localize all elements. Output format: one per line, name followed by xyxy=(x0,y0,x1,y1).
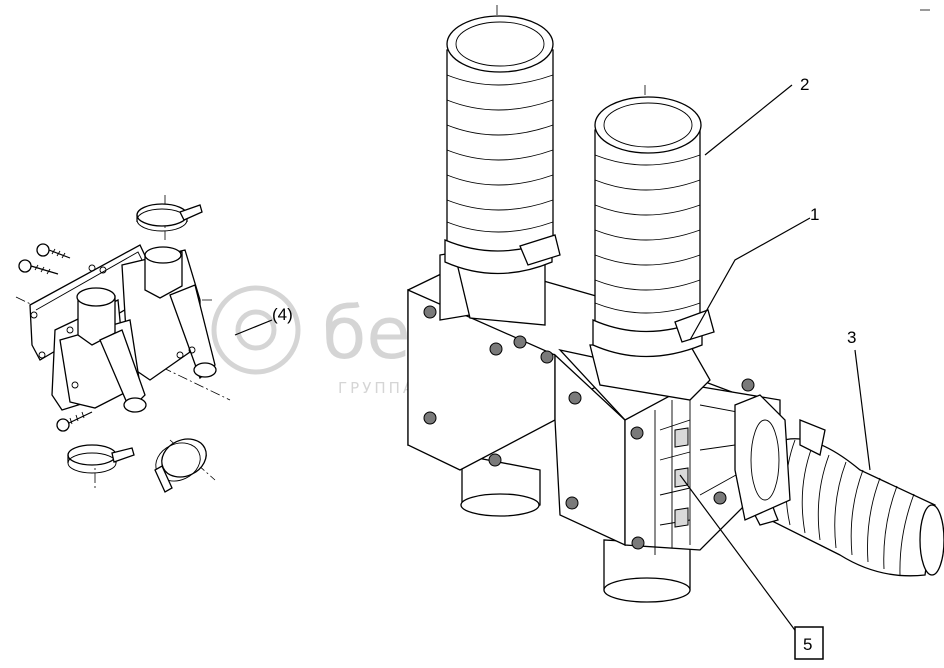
bolt-icon xyxy=(423,305,437,319)
callout-4: (4) xyxy=(272,305,293,324)
callout-5: 5 xyxy=(803,635,812,654)
bolt-icon xyxy=(489,342,503,356)
callout-1: 1 xyxy=(810,205,819,224)
screw-icon xyxy=(18,259,59,275)
bolt-icon xyxy=(630,426,644,440)
callout-5-box: 5 xyxy=(794,626,824,660)
corrugated-hose-left xyxy=(444,15,561,275)
main-assembly-view xyxy=(407,5,944,603)
bolt-icon xyxy=(713,491,727,505)
callout-2: 2 xyxy=(800,75,809,94)
bolt-icon xyxy=(565,496,579,510)
hose-clamp-icon xyxy=(67,444,135,474)
callout-leaders xyxy=(234,84,871,638)
small-assembly-view xyxy=(15,195,231,493)
hose-clamp-icon xyxy=(136,203,203,232)
bolt-icon xyxy=(631,536,645,550)
bolt-icon xyxy=(513,335,527,349)
corrugated-hose-center xyxy=(592,96,715,358)
hose-clamp-icon xyxy=(154,438,207,493)
bolt-icon xyxy=(423,411,437,425)
screw-icon xyxy=(36,243,71,259)
bolt-icon xyxy=(741,378,755,392)
bolt-icon xyxy=(488,453,502,467)
screw-icon xyxy=(56,411,93,432)
callout-3: 3 xyxy=(847,328,856,347)
bolt-icon xyxy=(568,391,582,405)
bolt-icon xyxy=(540,350,554,364)
